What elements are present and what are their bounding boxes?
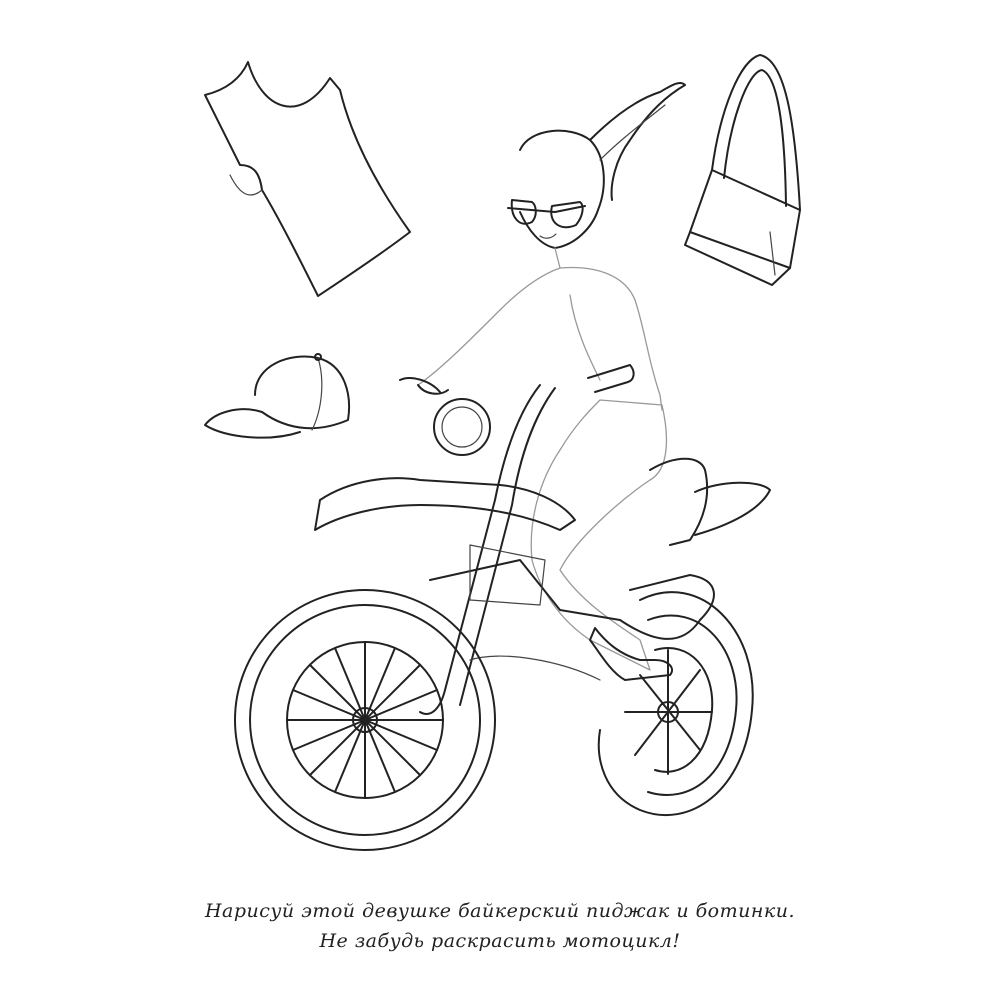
girl-drawing xyxy=(399,82,686,681)
tank-top-drawing xyxy=(204,61,411,297)
motorcycle-drawing xyxy=(234,384,771,851)
caption-line-2: Не забудь раскрасить мотоцикл! xyxy=(319,930,681,952)
bag-drawing xyxy=(684,54,801,286)
cap-drawing xyxy=(204,353,351,439)
caption-line-1: Нарисуй этой девушке байкерский пиджак и… xyxy=(204,900,796,922)
